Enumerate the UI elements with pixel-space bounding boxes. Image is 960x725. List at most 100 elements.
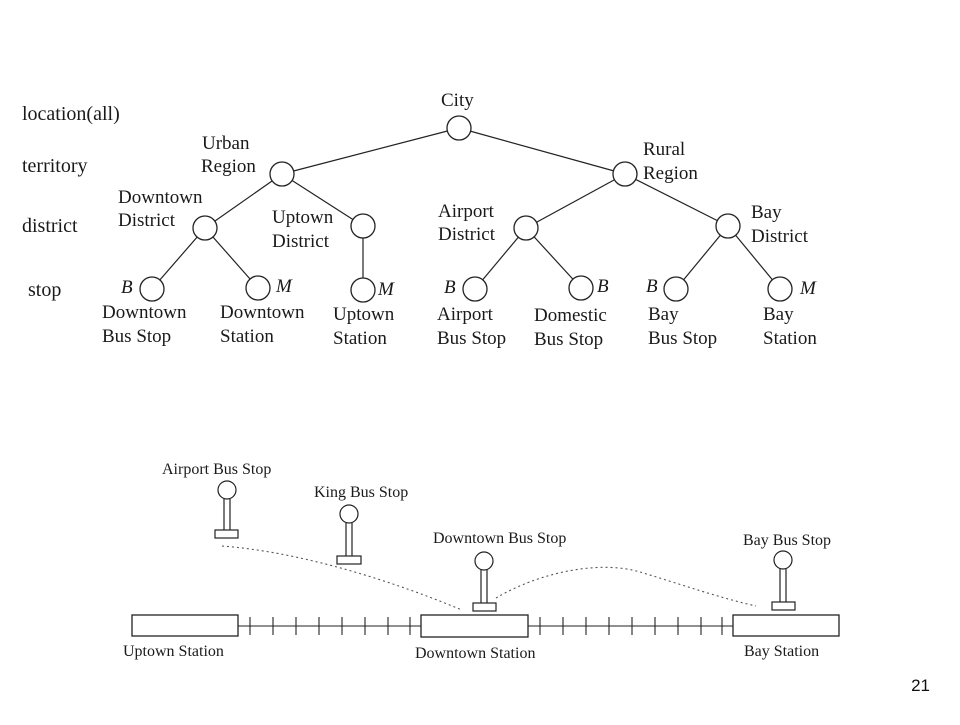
label-uptown-district-line2: District [272,231,330,252]
hierarchy-nodes [139,115,793,303]
label-urban-line1: Urban [202,133,250,154]
stop-type-markers: B M M B B B M [121,276,817,300]
sign-head [773,550,793,570]
label-uptown-station-line2: Station [333,328,387,349]
node-downtown-station [245,275,271,301]
level-label-district: district [22,215,78,237]
sign-base [472,602,497,612]
sign-base [771,601,796,611]
label-map-king-bus-stop: King Bus Stop [314,484,408,501]
node-bay-district [715,213,741,239]
label-downtown-district-line2: District [118,210,176,231]
edge-urban-uptown [281,173,364,227]
label-airport-district-line1: Airport [438,201,495,222]
node-uptown-district [350,213,376,239]
label-bay-bus-stop-line1: Bay [648,304,679,325]
sign-base [336,555,362,565]
station-downtown-box [420,614,529,638]
label-rural-line1: Rural [643,139,685,160]
node-downtown-bus-stop [139,276,165,302]
level-label-location: location(all) [22,103,120,125]
label-rural-line2: Region [643,163,698,184]
label-map-downtown-bus-stop: Downtown Bus Stop [433,530,566,547]
label-airport-bus-stop-line2: Bus Stop [437,328,506,349]
label-uptown-station-line1: Uptown [333,304,395,325]
level-label-territory: territory [22,155,88,177]
node-downtown-district [192,215,218,241]
type-downtown-station: M [275,276,293,297]
station-bay-box [732,614,840,637]
level-label-stop: stop [28,279,61,301]
label-map-uptown-station: Uptown Station [123,643,224,660]
page-number: 21 [911,676,930,695]
label-map-bay-station: Bay Station [744,643,819,660]
node-bay-station [767,276,793,302]
label-map-downtown-station: Downtown Station [415,645,535,662]
label-downtown-district-line1: Downtown [118,187,203,208]
label-airport-district-line2: District [438,224,496,245]
label-airport-bus-stop-line1: Airport [437,304,494,325]
label-downtown-station-line1: Downtown [220,302,305,323]
edge-downtown-station [204,227,259,289]
node-uptown-station [350,277,376,303]
node-airport-district [513,215,539,241]
bus-route-downtown-to-bay [495,566,757,607]
edge-airport-domestic [525,227,582,289]
bus-stop-sign-downtown [472,551,497,612]
map-labels: Airport Bus Stop King Bus Stop Downtown … [123,461,831,662]
edge-urban-downtown [204,173,283,229]
station-uptown-box [131,614,239,637]
node-labels: City Urban Region Rural Region Downtown … [102,90,817,350]
sign-head [217,480,237,500]
label-downtown-bus-stop-line1: Downtown [102,302,187,323]
node-rural-region [612,161,638,187]
type-bay-bus-stop: B [646,276,658,297]
edge-bay-station [727,225,781,290]
node-airport-bus-stop [462,276,488,302]
label-bay-bus-stop-line2: Bus Stop [648,328,717,349]
edge-airport-busstop [474,227,527,290]
label-downtown-bus-stop-line2: Bus Stop [102,326,171,347]
type-downtown-bus-stop: B [121,277,133,298]
node-domestic-bus-stop [568,275,594,301]
edge-bay-busstop [675,225,729,290]
bus-stop-sign-airport [214,480,239,539]
route-map: Airport Bus Stop King Bus Stop Downtown … [123,461,840,662]
label-downtown-station-line2: Station [220,326,274,347]
sign-head [339,504,359,524]
label-bay-station-line1: Bay [763,304,794,325]
edge-downtown-busstop [151,227,206,290]
level-labels: location(all) territory district stop [22,103,120,301]
label-domestic-bus-stop-line1: Domestic [534,305,607,326]
type-airport-bus-stop: B [444,277,456,298]
location-hierarchy [151,127,781,290]
node-bay-bus-stop [663,276,689,302]
label-uptown-district-line1: Uptown [272,207,334,228]
label-map-airport-bus-stop: Airport Bus Stop [162,461,271,478]
sign-base [214,529,239,539]
sign-head [474,551,494,571]
node-urban-region [269,161,295,187]
rail-track [238,617,733,635]
stations [131,614,840,638]
label-city: City [441,90,474,111]
bus-stop-sign-king [336,504,362,565]
label-bay-station-line2: Station [763,328,817,349]
edge-rural-airport [525,173,626,229]
bus-stop-signs [214,480,796,612]
type-bay-station: M [799,278,817,299]
node-city [446,115,472,141]
label-domestic-bus-stop-line2: Bus Stop [534,329,603,350]
label-bay-district-line1: Bay [751,202,782,223]
label-urban-line2: Region [201,156,256,177]
type-uptown-station: M [377,279,395,300]
type-domestic-bus-stop: B [597,276,609,297]
bus-stop-sign-bay [771,550,796,611]
edge-city-rural [458,127,626,175]
edge-rural-bay [624,173,729,227]
label-map-bay-bus-stop: Bay Bus Stop [743,532,831,549]
edge-city-urban [281,127,460,175]
label-bay-district-line2: District [751,226,809,247]
